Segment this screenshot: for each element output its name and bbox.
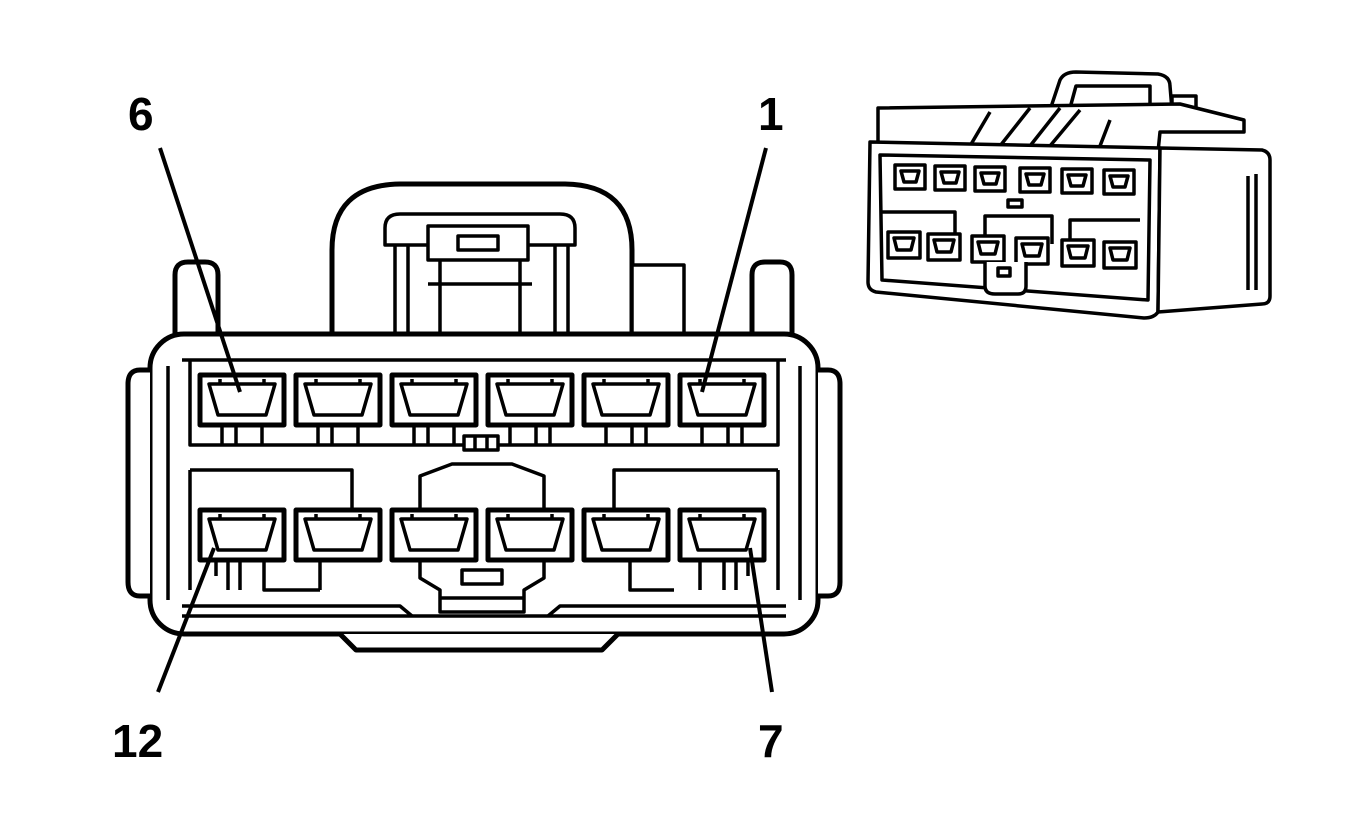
bottom-lip [338,632,620,653]
right-side-rail [818,367,843,599]
latch-frame [383,212,577,247]
cavity-10 [389,507,479,563]
cavity-2 [581,372,671,445]
bottom-row-frame-right [612,468,780,590]
cavity-8 [581,507,674,592]
iso-latch-hood [1048,70,1174,111]
cavity-3 [485,372,575,445]
cavity-9 [485,507,575,563]
iso-bottom-row [880,210,1140,296]
top-row-cavities [197,372,767,445]
center-key [462,434,500,452]
pin-label-7: 7 [758,715,784,767]
bottom-row-cavities [197,507,767,592]
cavity-4 [389,372,479,445]
cavity-11 [293,507,383,590]
cavity-1 [677,372,767,445]
pin-label-6: 6 [128,88,154,140]
leader-line-pin-12 [156,547,216,693]
bottom-row-frame-left [188,468,354,590]
pin-label-12: 12 [112,715,163,767]
iso-side-face [1156,146,1272,314]
center-boss-top [418,462,546,510]
leader-line-pin-1 [700,147,768,393]
center-boss-bottom [418,560,546,614]
right-corner-post [749,259,795,350]
left-side-rail [125,367,150,599]
iso-top-row [893,163,1136,196]
leader-line-pin-6 [158,147,242,393]
latch-side-block [630,263,686,338]
cavity-5 [293,372,383,445]
pin-label-1: 1 [758,88,784,140]
connector-isometric-view [866,70,1272,320]
cavity-6 [197,372,287,445]
leader-line-pin-7 [748,547,774,693]
latch-tab [426,224,530,262]
